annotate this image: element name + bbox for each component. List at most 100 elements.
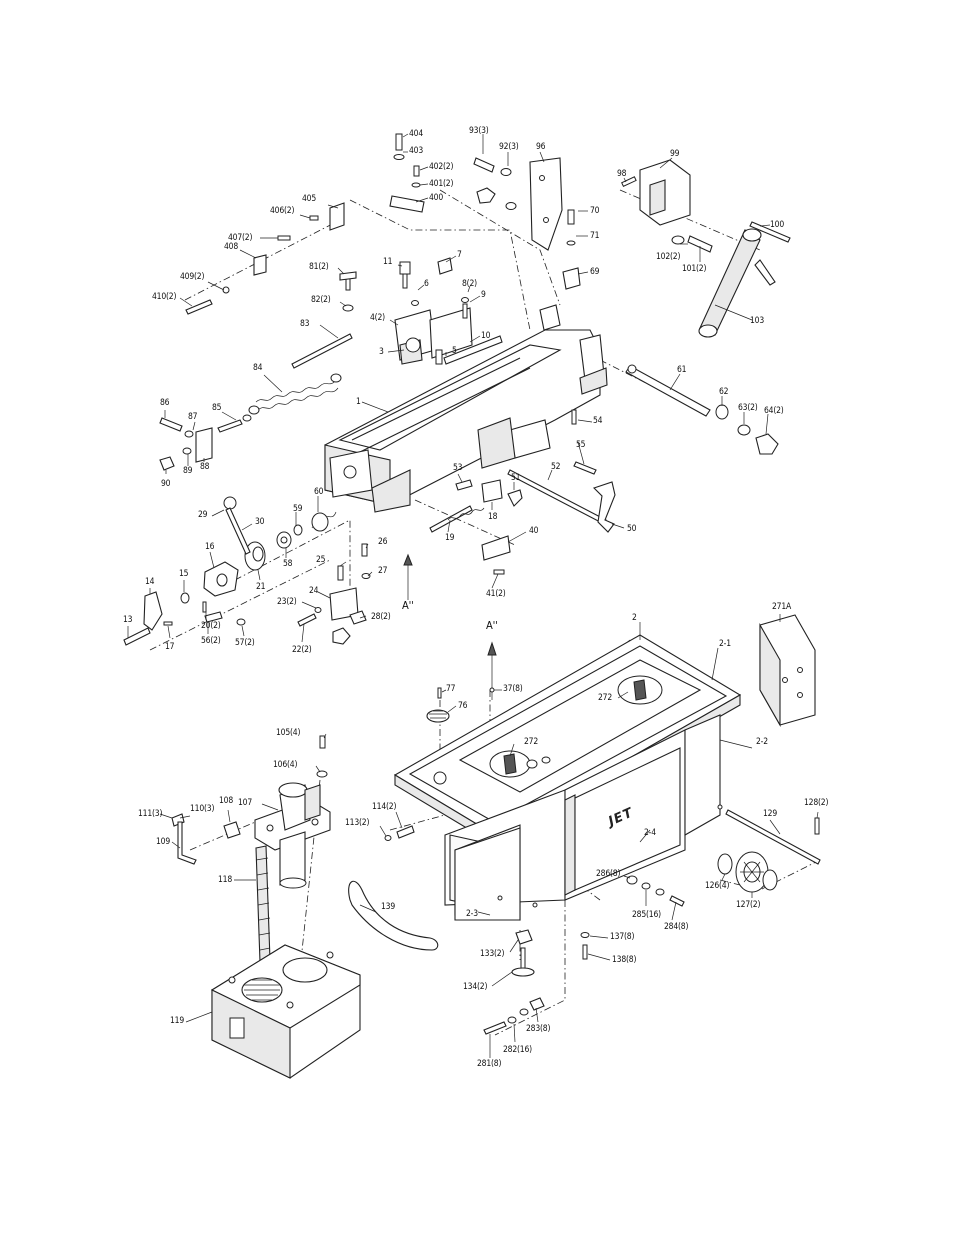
label-71: 71: [590, 231, 600, 241]
label-87: 87: [188, 412, 198, 422]
label-138: 138(8): [612, 955, 637, 965]
label-52: 52: [551, 462, 561, 472]
label-70: 70: [590, 206, 600, 216]
label-272b: 272: [524, 737, 538, 747]
label-281: 281(8): [477, 1059, 502, 1069]
label-13: 13: [123, 615, 133, 625]
leader-lines: [127, 133, 819, 1058]
label-15: 15: [179, 569, 189, 579]
label-56: 56(2): [201, 636, 221, 646]
label-119: 119: [170, 1016, 184, 1026]
label-60: 60: [314, 487, 324, 497]
label-107: 107: [238, 798, 252, 808]
label-50: 50: [627, 524, 637, 534]
label-108: 108: [219, 796, 233, 806]
label-18: 18: [488, 512, 498, 522]
stand: [348, 614, 821, 1035]
label-129: 129: [763, 809, 777, 819]
label-26: 26: [378, 537, 388, 547]
label-a-top: A'': [402, 599, 414, 612]
label-410: 410(2): [152, 292, 177, 302]
label-99: 99: [670, 149, 680, 159]
label-4: 4(2): [370, 313, 385, 323]
label-2-2: 2-2: [756, 737, 768, 747]
label-100: 100: [770, 220, 784, 230]
label-110: 110(3): [190, 804, 215, 814]
label-76: 76: [458, 701, 468, 711]
label-59: 59: [293, 504, 303, 514]
label-407: 407(2): [228, 233, 253, 243]
label-93: 93(3): [469, 126, 489, 136]
label-69: 69: [590, 267, 600, 277]
label-127: 127(2): [736, 900, 761, 910]
label-2-1: 2-1: [719, 639, 731, 649]
label-90: 90: [161, 479, 171, 489]
label-16: 16: [205, 542, 215, 552]
label-30: 30: [255, 517, 265, 527]
label-105: 105(4): [276, 728, 301, 738]
label-6: 6: [424, 279, 429, 289]
label-23: 23(2): [277, 597, 297, 607]
label-58: 58: [283, 559, 293, 569]
label-106: 106(4): [273, 760, 298, 770]
label-86: 86: [160, 398, 170, 408]
label-17: 17: [165, 642, 175, 652]
label-284: 284(8): [664, 922, 689, 932]
label-404: 404: [409, 129, 423, 139]
label-126: 126(4): [705, 881, 730, 891]
label-92: 92(3): [499, 142, 519, 152]
label-27: 27: [378, 566, 388, 576]
label-409: 409(2): [180, 272, 205, 282]
label-82: 82(2): [311, 295, 331, 305]
label-37: 37(8): [503, 684, 523, 694]
label-77: 77: [446, 684, 456, 694]
label-19: 19: [445, 533, 455, 543]
label-20: 20(2): [201, 621, 221, 631]
label-113: 113(2): [345, 818, 370, 828]
label-53: 53: [453, 463, 463, 473]
label-102: 102(2): [656, 252, 681, 262]
label-22: 22(2): [292, 645, 312, 655]
label-25: 25: [316, 555, 326, 565]
label-3: 3: [379, 347, 384, 357]
label-282: 282(16): [503, 1045, 532, 1055]
label-139: 139: [381, 902, 395, 912]
label-89: 89: [183, 466, 193, 476]
label-41: 41(2): [486, 589, 506, 599]
label-10: 10: [481, 331, 491, 341]
label-29: 29: [198, 510, 208, 520]
label-14: 14: [145, 577, 155, 587]
label-98: 98: [617, 169, 627, 179]
label-63: 63(2): [738, 403, 758, 413]
label-81: 81(2): [309, 262, 329, 272]
label-7: 7: [457, 250, 462, 260]
label-402: 402(2): [429, 162, 454, 172]
label-84: 84: [253, 363, 263, 373]
label-28: 28(2): [371, 612, 391, 622]
label-83: 83: [300, 319, 310, 329]
handle-assembly: [123, 496, 371, 646]
label-285: 285(16): [632, 910, 661, 920]
label-137: 137(8): [610, 932, 635, 942]
label-405: 405: [302, 194, 316, 204]
label-272a: 272: [598, 693, 612, 703]
label-57: 57(2): [235, 638, 255, 648]
label-103: 103: [750, 316, 764, 326]
label-a-bottom: A'': [486, 619, 498, 632]
label-40: 40: [529, 526, 539, 536]
label-101: 101(2): [682, 264, 707, 274]
label-11: 11: [383, 257, 393, 267]
label-114: 114(2): [372, 802, 397, 812]
label-134: 134(2): [463, 982, 488, 992]
label-283: 283(8): [526, 1024, 551, 1034]
label-85: 85: [212, 403, 222, 413]
label-88: 88: [200, 462, 210, 472]
label-2: 2: [632, 613, 637, 623]
label-24: 24: [309, 586, 319, 596]
label-400: 400: [429, 193, 443, 203]
label-109: 109: [156, 837, 170, 847]
label-2-3: 2-3: [466, 909, 478, 919]
label-62: 62: [719, 387, 729, 397]
label-128: 128(2): [804, 798, 829, 808]
